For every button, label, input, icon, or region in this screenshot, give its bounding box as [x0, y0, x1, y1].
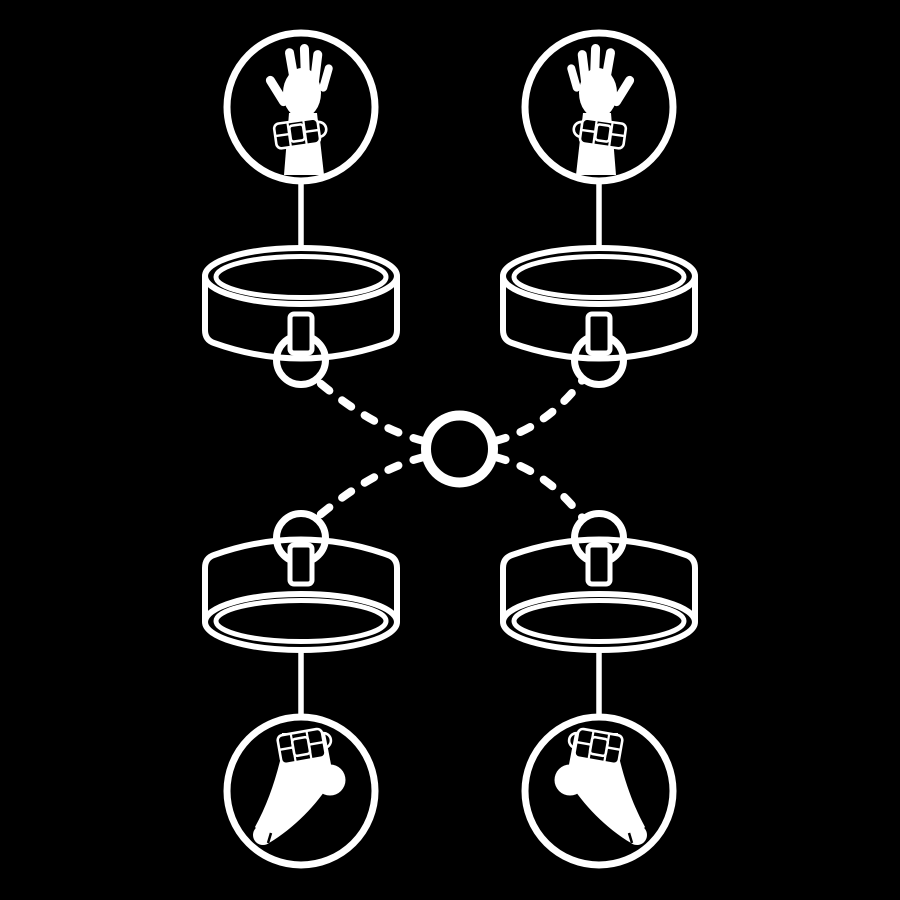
- dashed-link-bottom-right: [491, 453, 588, 524]
- dashed-link-top-right: [491, 374, 588, 445]
- dashed-link-bottom-left: [310, 453, 428, 524]
- central-connector-ring-icon: [421, 410, 498, 488]
- dashed-link-top-left: [310, 374, 428, 445]
